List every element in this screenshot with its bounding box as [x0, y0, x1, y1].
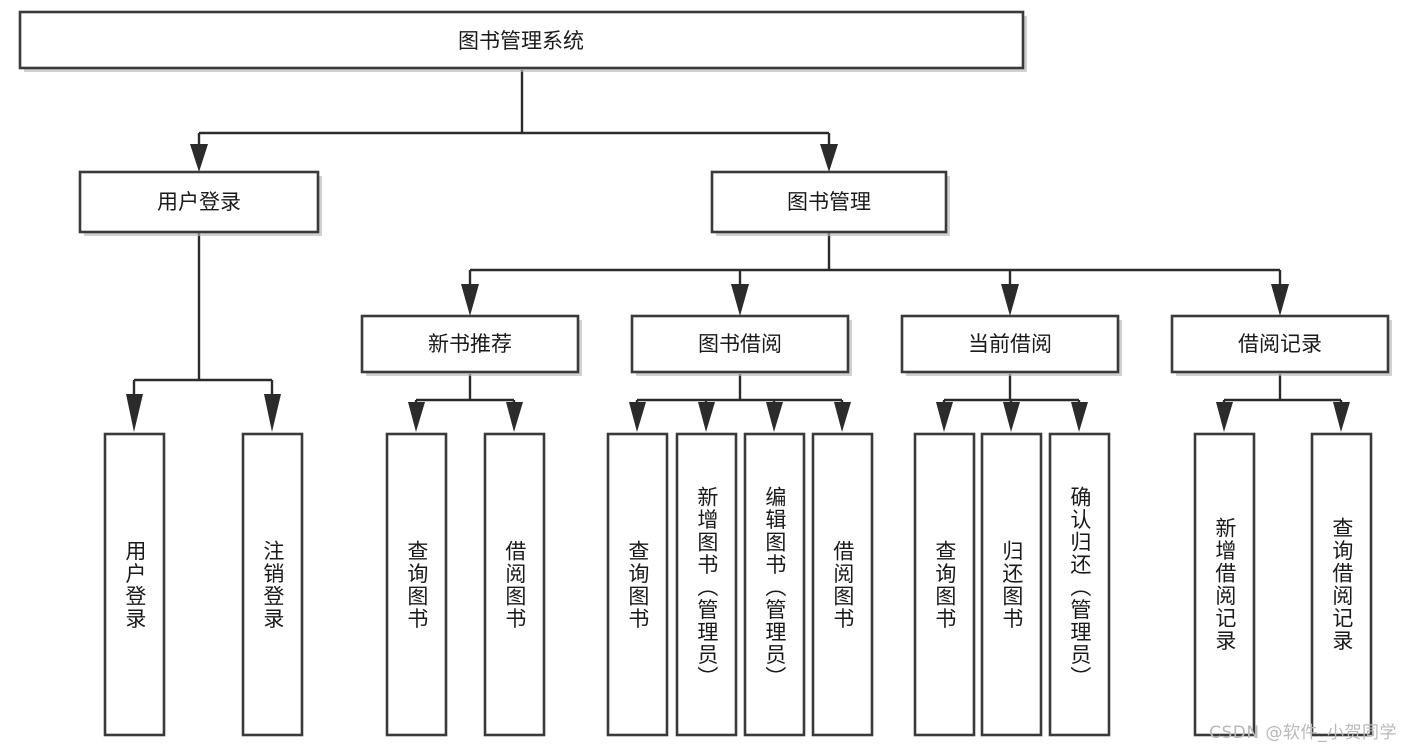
node-root[interactable] — [18, 10, 1025, 70]
node-book-manage-label: 图书管理 — [787, 190, 871, 214]
leaf-borrow-book-b-label-wrap: 借阅图书 — [813, 434, 872, 735]
leaf-logout-label: 注销登录 — [260, 539, 285, 630]
arrow-to-leaf-query-book-a — [408, 402, 425, 432]
leaf-borrow-book-b-label: 借阅图书 — [830, 539, 855, 630]
node-new-book-recommend-label: 新书推荐 — [428, 332, 512, 356]
arrow-to-book-borrow — [731, 284, 749, 316]
node-borrow-record[interactable] — [1170, 314, 1390, 374]
leaf-add-record-label: 新增借阅记录 — [1212, 517, 1237, 652]
leaf-query-book-a-label: 查询图书 — [404, 539, 429, 630]
arrow-to-leaf-borrow-book-a — [506, 402, 523, 432]
arrow-to-book-manage — [820, 144, 838, 172]
leaf-return-book-label-wrap: 归还图书 — [982, 434, 1041, 735]
node-book-manage[interactable] — [710, 170, 948, 234]
leaf-query-book-b-label: 查询图书 — [625, 539, 650, 630]
node-leaf-confirm-return[interactable] — [1048, 432, 1111, 737]
leaf-query-record-label-wrap: 查询借阅记录 — [1312, 434, 1371, 735]
arrow-to-current-borrow — [1001, 284, 1019, 316]
leaf-add-record-label-wrap: 新增借阅记录 — [1195, 434, 1254, 735]
csdn-watermark: CSDN @软件_小贺同学 — [1209, 723, 1397, 743]
node-leaf-borrow-book-b[interactable] — [811, 432, 874, 737]
leaf-borrow-book-a-label-wrap: 借阅图书 — [485, 434, 544, 735]
node-leaf-user-login[interactable] — [103, 432, 166, 737]
node-leaf-query-book-b[interactable] — [606, 432, 669, 737]
node-user-login[interactable] — [78, 170, 320, 234]
node-leaf-query-book-c[interactable] — [913, 432, 976, 737]
leaf-confirm-return-label-wrap: 确认归还（管理员） — [1050, 440, 1109, 735]
node-layer: 图书管理系统 用户登录 图书管理 新书推荐 图书借阅 当前借阅 借阅记录 — [18, 10, 1392, 737]
leaf-borrow-book-a-label: 借阅图书 — [502, 539, 527, 630]
node-current-borrow-label: 当前借阅 — [968, 332, 1052, 356]
arrow-to-leaf-edit-book — [766, 402, 783, 432]
leaf-logout-label-wrap: 注销登录 — [243, 434, 302, 735]
arrow-to-leaf-logout — [264, 394, 281, 432]
leaf-query-book-c-label-wrap: 查询图书 — [915, 434, 974, 735]
leaf-add-book-label-wrap: 新增图书（管理员） — [677, 440, 736, 735]
arrow-to-leaf-query-book-b — [629, 402, 646, 432]
node-leaf-borrow-book-a[interactable] — [483, 432, 546, 737]
node-leaf-query-record[interactable] — [1310, 432, 1373, 737]
arrow-to-leaf-query-record — [1333, 402, 1350, 432]
node-leaf-add-book[interactable] — [675, 432, 738, 737]
node-leaf-query-book-a[interactable] — [385, 432, 448, 737]
connector-layer — [126, 70, 1350, 432]
leaf-edit-book-label-wrap: 编辑图书（管理员） — [745, 440, 804, 735]
arrow-to-leaf-confirm-return — [1071, 402, 1088, 432]
node-book-borrow[interactable] — [630, 314, 850, 374]
arrow-to-leaf-add-book — [698, 402, 715, 432]
leaf-edit-book-label: 编辑图书（管理员） — [762, 486, 787, 689]
arrow-to-leaf-user-login — [126, 394, 143, 432]
leaf-add-book-label: 新增图书（管理员） — [694, 486, 719, 689]
leaf-query-record-label: 查询借阅记录 — [1329, 517, 1354, 652]
arrow-to-user-login — [190, 144, 208, 172]
arrow-to-new-book — [461, 284, 479, 316]
node-leaf-edit-book[interactable] — [743, 432, 806, 737]
leaf-query-book-a-label-wrap: 查询图书 — [387, 434, 446, 735]
node-leaf-add-record[interactable] — [1193, 432, 1256, 737]
node-root-label: 图书管理系统 — [458, 29, 584, 53]
node-leaf-logout[interactable] — [241, 432, 304, 737]
leaf-user-login-label-wrap: 用户登录 — [105, 434, 164, 735]
leaf-query-book-c-label: 查询图书 — [932, 539, 957, 630]
node-leaf-return-book[interactable] — [980, 432, 1043, 737]
node-new-book-recommend[interactable] — [360, 314, 580, 374]
arrow-to-leaf-add-record — [1216, 402, 1233, 432]
leaf-confirm-return-label: 确认归还（管理员） — [1067, 486, 1092, 689]
node-book-borrow-label: 图书借阅 — [698, 332, 782, 356]
node-current-borrow[interactable] — [900, 314, 1120, 374]
arrow-to-leaf-return-book — [1003, 402, 1020, 432]
arrow-to-leaf-borrow-book-b — [834, 402, 851, 432]
leaf-user-login-label: 用户登录 — [122, 539, 147, 630]
arrow-to-leaf-query-book-c — [936, 402, 953, 432]
node-borrow-record-label: 借阅记录 — [1238, 332, 1322, 356]
arrow-to-borrow-record — [1271, 284, 1289, 316]
leaf-return-book-label: 归还图书 — [999, 539, 1024, 630]
node-user-login-label: 用户登录 — [157, 190, 241, 214]
leaf-query-book-b-label-wrap: 查询图书 — [608, 434, 667, 735]
